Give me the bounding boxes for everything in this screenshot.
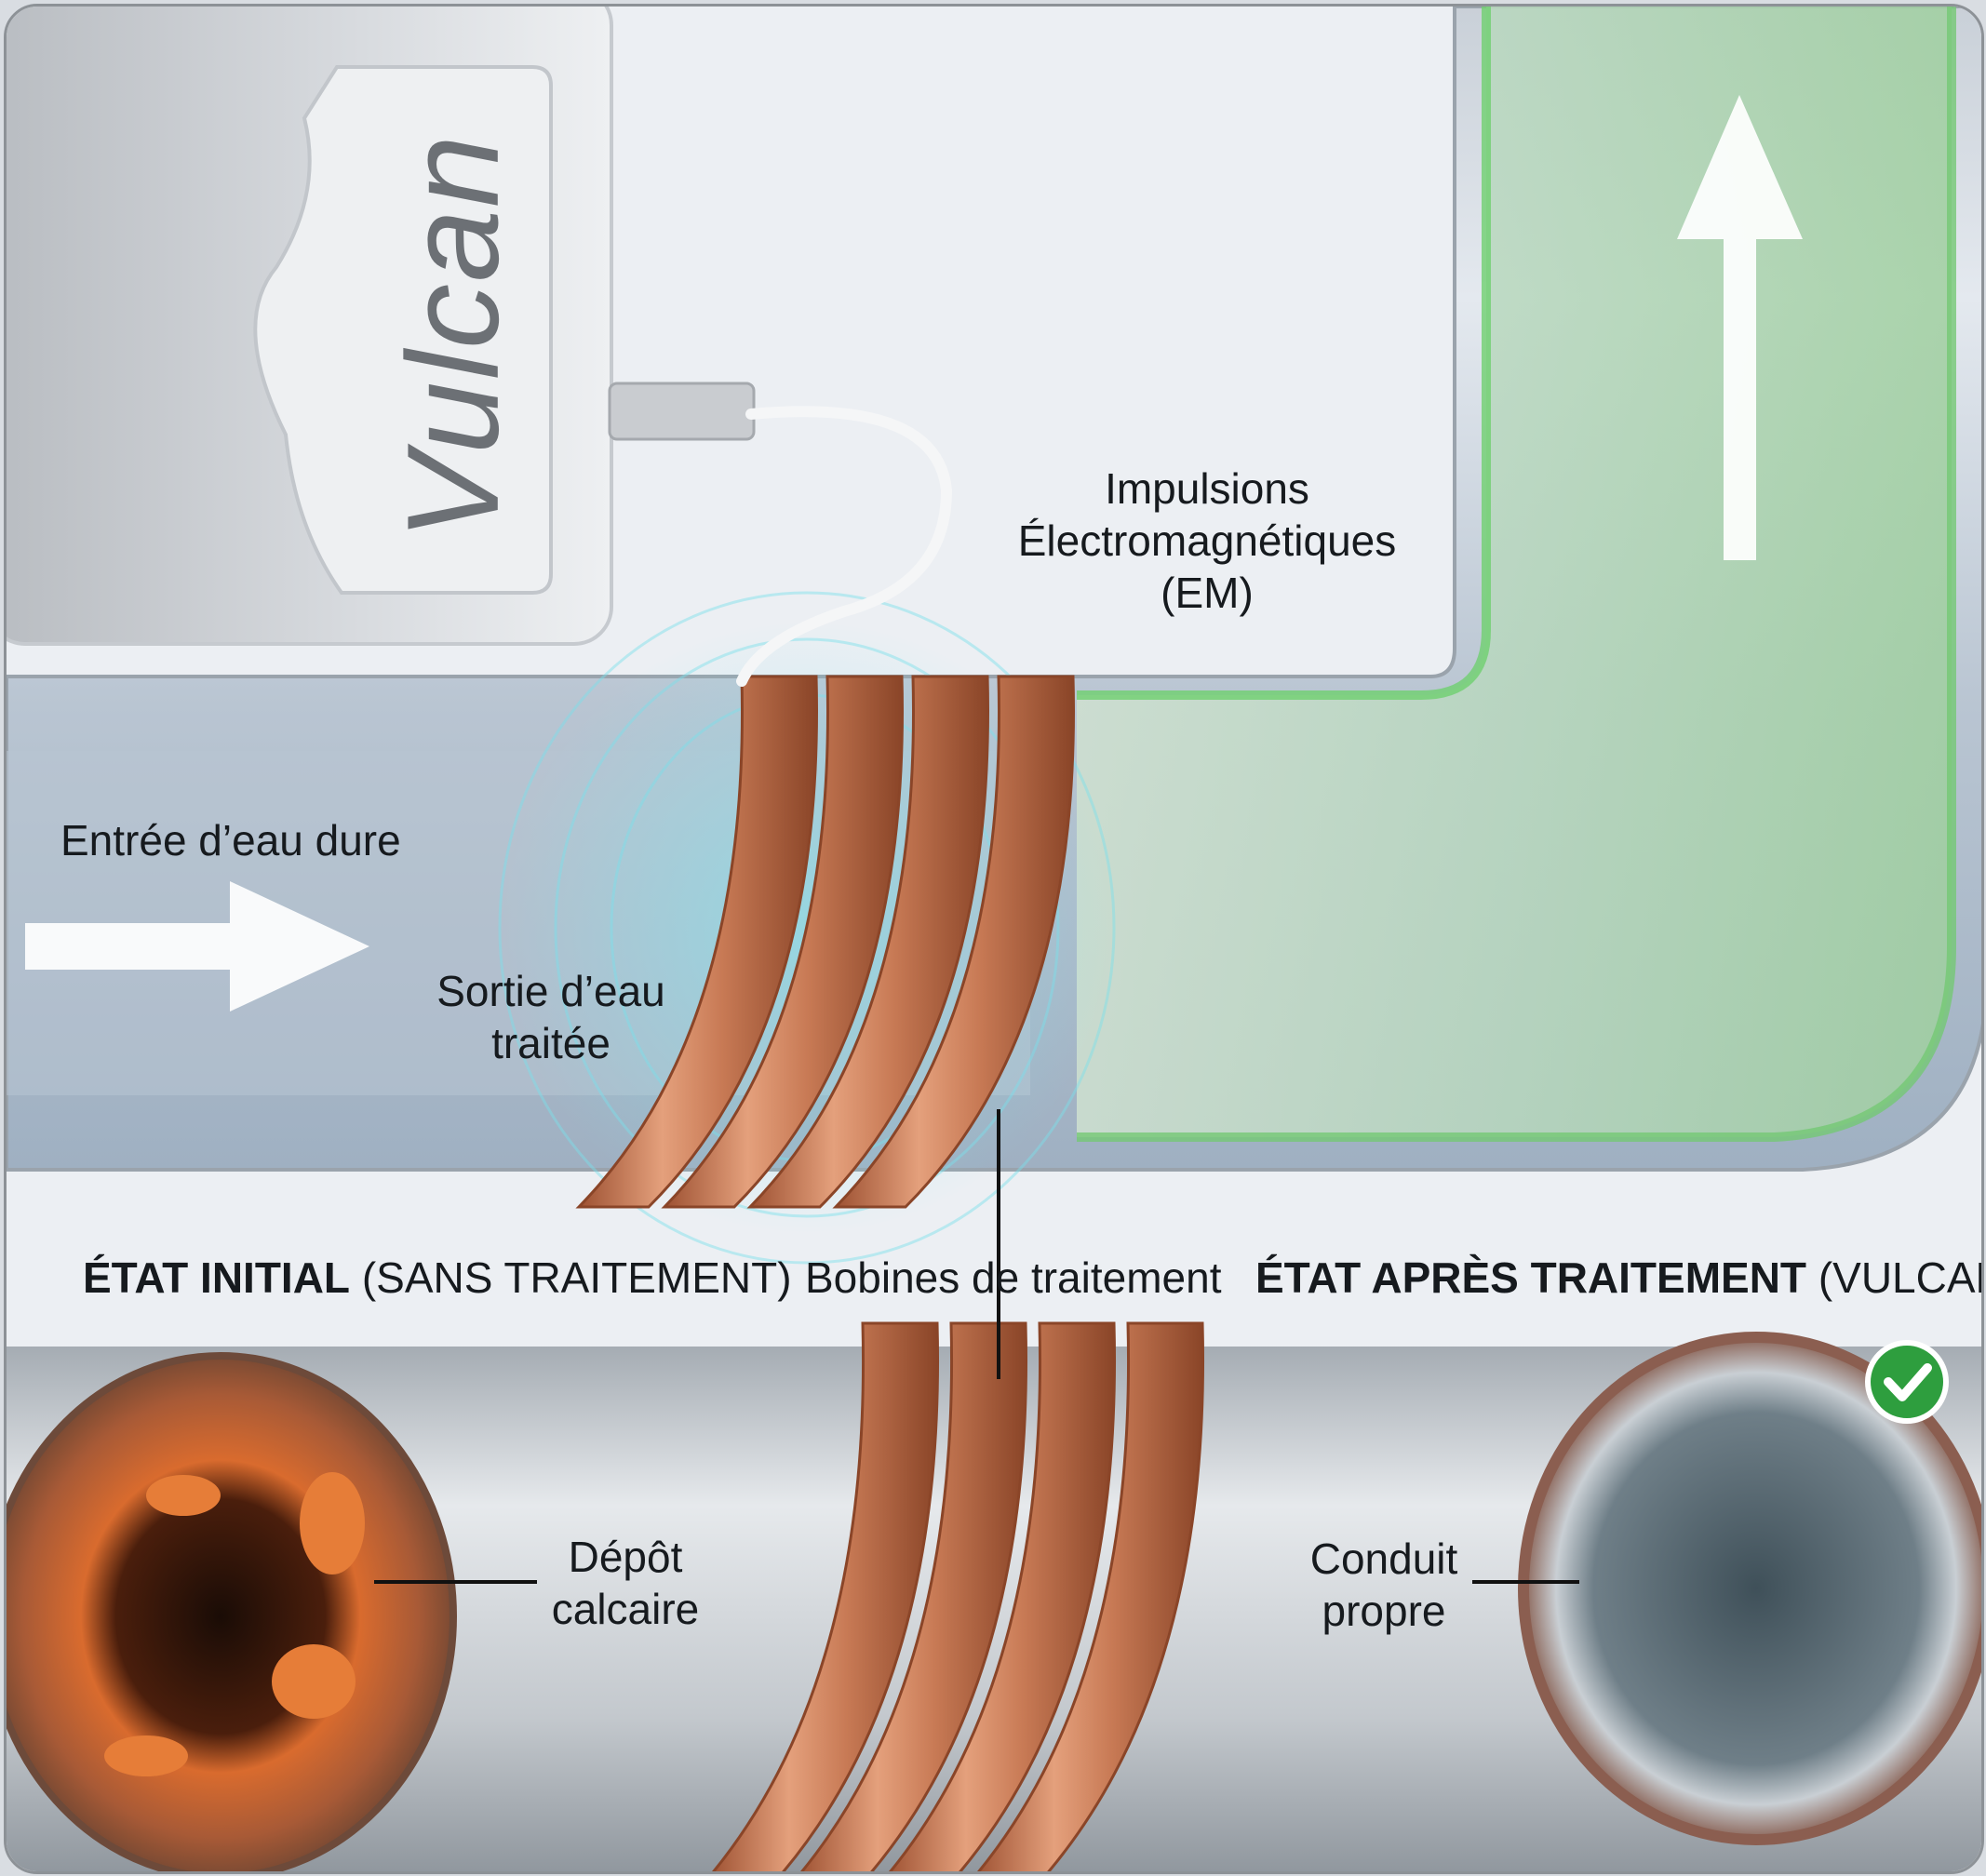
treated-water-rim	[1077, 7, 1491, 700]
arrow-right-icon	[25, 881, 369, 1012]
scaled-pipe-end	[7, 1352, 457, 1871]
initial-state-heading: ÉTAT INITIAL (SANS TRAITEMENT)	[83, 1253, 792, 1302]
em-pulses-label: Impulsions Électromagnétiques (EM)	[1017, 464, 1397, 617]
lower-coils	[711, 1321, 1204, 1871]
check-circle-icon	[1865, 1340, 1949, 1424]
scale-deposit-spots	[104, 1472, 365, 1776]
scale-deposit-label: Dépôt calcaire	[551, 1533, 700, 1633]
device-connector	[608, 382, 756, 441]
clean-pipe-label: Conduit propre	[1309, 1534, 1458, 1635]
device-cable	[736, 406, 953, 687]
device-panel	[253, 65, 553, 595]
diagram-scene	[7, 7, 1981, 1871]
upper-coils	[575, 675, 1075, 1209]
brand-text: Vulcan	[380, 133, 527, 541]
clean-pipe-end	[1518, 1332, 1981, 1845]
diagram-frame: Vulcan Impulsions Électromagnétiques (EM…	[4, 4, 1984, 1874]
treated-outlet-label: Sortie d’eau traitée	[436, 967, 665, 1067]
device-brand: Vulcan	[314, 118, 593, 556]
treated-water-rim-outer	[1077, 7, 1956, 1142]
hard-water-inlet-label: Entrée d’eau dure	[60, 816, 401, 864]
arrow-up-icon	[1677, 95, 1803, 560]
after-state-heading: ÉTAT APRÈS TRAITEMENT (VULCAN)	[1255, 1253, 1981, 1302]
coils-label: Bobines de traitement	[805, 1253, 1222, 1302]
